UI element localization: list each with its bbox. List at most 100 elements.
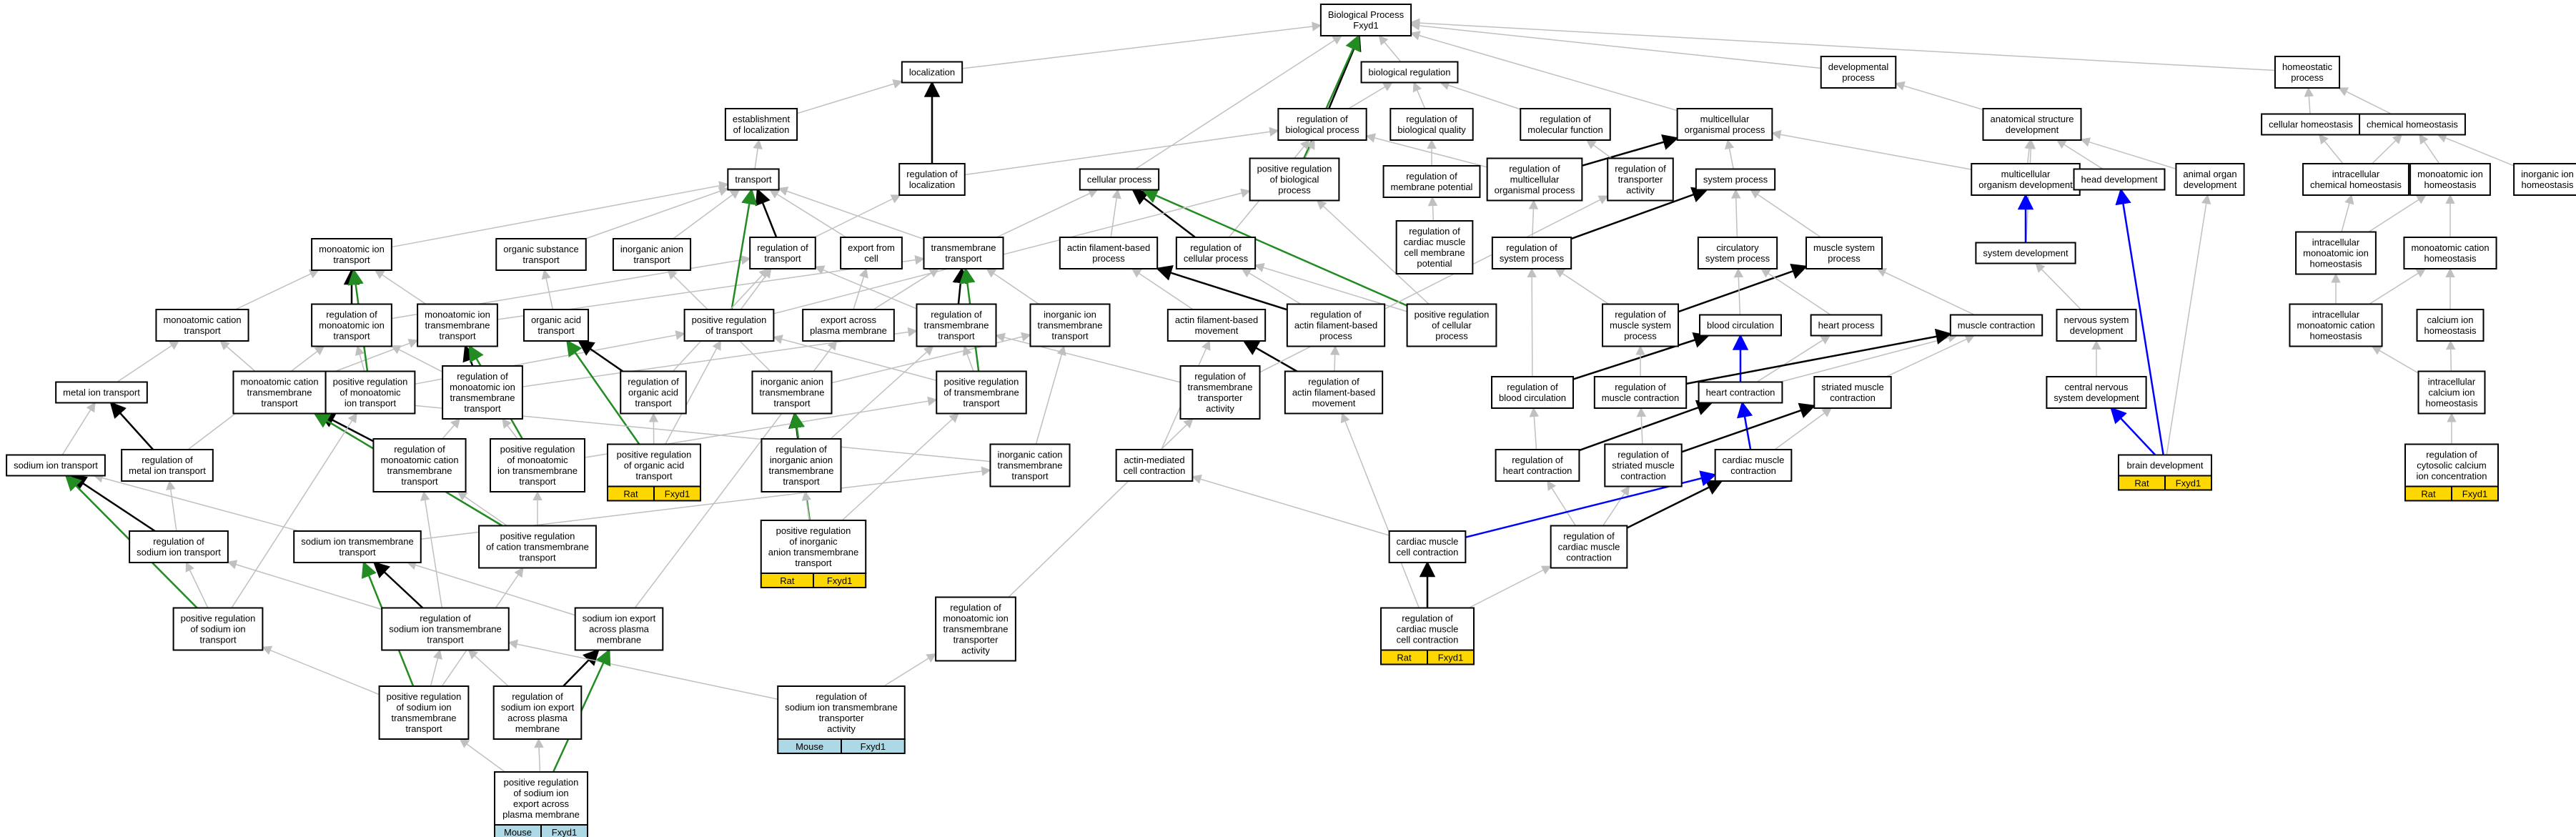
go-term-sysdev[interactable]: system development <box>1975 242 2076 264</box>
go-term-bc[interactable]: blood circulation <box>1699 314 1782 337</box>
go-term-breg[interactable]: biological regulation <box>1360 61 1459 84</box>
go-term-hp[interactable]: heart process <box>1810 314 1883 337</box>
go-term-chemh[interactable]: chemical homeostasis <box>2359 113 2466 136</box>
go-term-headdev[interactable]: head development <box>2073 168 2166 191</box>
go-term-regttta[interactable]: regulation oftransmembranetransporteract… <box>1179 365 1261 420</box>
go-term-hc[interactable]: heart contraction <box>1698 381 1783 404</box>
go-term-cellp[interactable]: cellular process <box>1079 168 1160 191</box>
go-term-mit2[interactable]: metal ion transport <box>55 381 148 404</box>
go-term-sit[interactable]: sodium ion transport <box>6 454 106 477</box>
go-term-loc[interactable]: localization <box>901 61 963 84</box>
go-term-cellh[interactable]: cellular homeostasis <box>2261 113 2361 136</box>
go-term-mc[interactable]: muscle contraction <box>1949 314 2044 337</box>
go-term-sysp[interactable]: system process <box>1695 168 1776 191</box>
go-term-transport[interactable]: transport <box>727 168 780 191</box>
